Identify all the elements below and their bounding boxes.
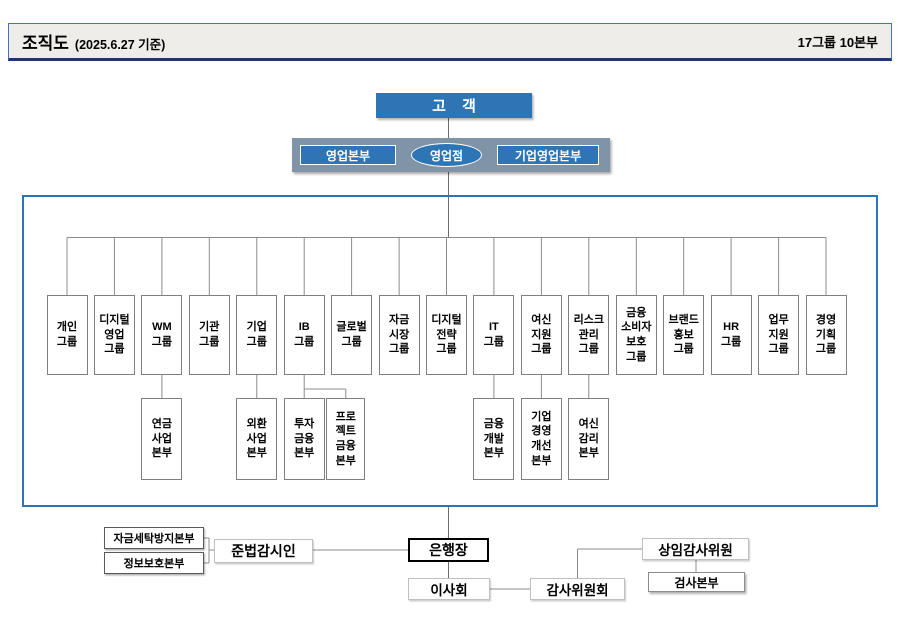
inspection-hq-box: 검사본부 [648,572,745,592]
group-box-digital-strategy: 디지털 전략 그룹 [426,295,467,375]
ceo-box: 은행장 [408,538,489,562]
standing-auditor-box: 상임감사위원 [642,538,749,560]
corporate-sales-hq-box: 기업영업본부 [497,145,599,165]
groups-frame [22,195,878,507]
group-box-hr: HR 그룹 [710,295,752,375]
division-box-project-finance: 프로 젝트 금융 본부 [326,398,366,480]
division-box-pension: 연금 사업 본부 [141,398,183,480]
infosec-division-box: 정보보호본부 [104,552,204,574]
group-box-planning: 경영 기획 그룹 [805,295,847,375]
group-box-institution: 기관 그룹 [188,295,230,375]
branch-ellipse: 영업점 [411,143,482,167]
sales-hq-box: 영업본부 [300,145,396,165]
aml-division-box: 자금세탁방지본부 [104,527,204,549]
date-caption: (2025.6.27 기준) [74,37,166,52]
group-box-corporate: 기업 그룹 [236,295,278,375]
customer-box: 고 객 [376,93,532,118]
division-box-invest-finance: 투자 금융 본부 [283,398,325,480]
group-box-wm: WM 그룹 [141,295,183,375]
group-box-treasury-market: 자금 시장 그룹 [378,295,420,375]
page-title: 조직도 [22,33,69,53]
group-box-brand-pr: 브랜드 홍보 그룹 [663,295,705,375]
org-count-label: 17그룹 10본부 [797,34,878,50]
group-box-biz-support: 업무 지원 그룹 [758,295,800,375]
sales-channel-bar: 영업본부 영업점 기업영업본부 [292,138,610,172]
header-band: 조직도 (2025.6.27 기준) 17그룹 10본부 [8,23,892,61]
division-box-fx: 외환 사업 본부 [236,398,278,480]
group-box-credit-support: 여신 지원 그룹 [520,295,562,375]
division-box-credit-review: 여신 감리 본부 [568,398,610,480]
group-box-it: IT 그룹 [473,295,515,375]
group-box-digital-sales: 디지털 영업 그룹 [93,295,135,375]
audit-committee-box: 감사위원회 [530,578,625,600]
group-box-personal: 개인 그룹 [46,295,88,375]
division-box-corp-improve: 기업 경영 개선 본부 [520,398,562,480]
header-left: 조직도 (2025.6.27 기준) [22,29,165,54]
group-box-risk-mgmt: 리스크 관리 그룹 [568,295,610,375]
group-box-consumer-protect: 금융 소비자 보호 그룹 [615,295,657,375]
compliance-officer-box: 준법감시인 [214,539,313,563]
board-box: 이사회 [408,578,490,600]
group-box-global: 글로벌 그룹 [331,295,373,375]
division-box-fin-dev: 금융 개발 본부 [473,398,515,480]
group-box-ib: IB 그룹 [283,295,325,375]
